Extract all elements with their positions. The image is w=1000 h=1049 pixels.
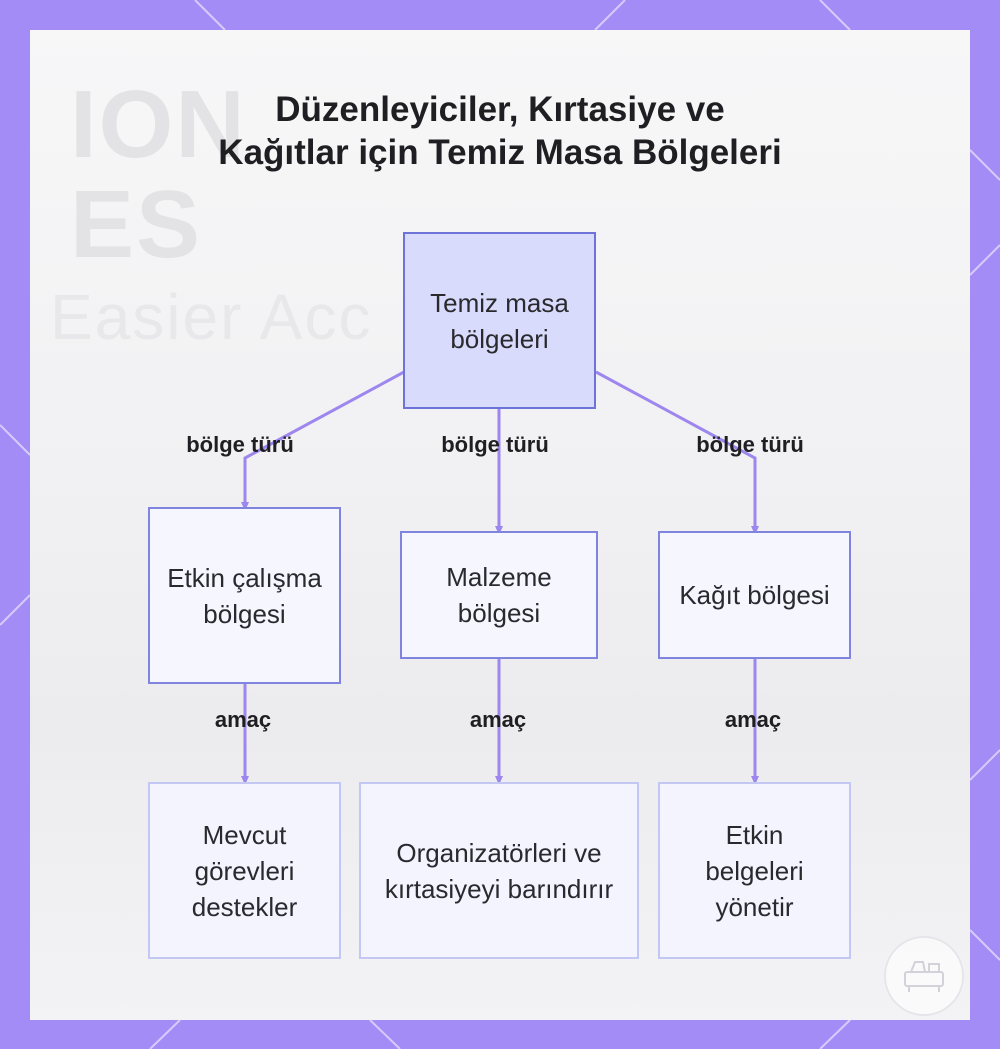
node-label: Etkin çalışma bölgesi xyxy=(164,560,325,632)
node-paper-zone: Kağıt bölgesi xyxy=(658,531,851,659)
desk-icon xyxy=(901,958,947,994)
edge-label-purpose-center: amaç xyxy=(408,707,588,733)
node-label: Kağıt bölgesi xyxy=(679,577,829,613)
node-clean-desk-zones: Temiz masa bölgeleri xyxy=(403,232,596,409)
node-label: Temiz masa bölgeleri xyxy=(419,285,580,357)
node-holds-organizers: Organizatörleri ve kırtasiyeyi barındırı… xyxy=(359,782,639,959)
edge-label-purpose-right: amaç xyxy=(663,707,843,733)
edge-label-zone-type-left: bölge türü xyxy=(150,432,330,458)
node-label: Organizatörleri ve kırtasiyeyi barındırı… xyxy=(375,835,623,907)
logo-badge-icon xyxy=(884,936,964,1016)
node-supports-current-tasks: Mevcut görevleri destekler xyxy=(148,782,341,959)
node-label: Malzeme bölgesi xyxy=(416,559,582,631)
node-supply-zone: Malzeme bölgesi xyxy=(400,531,598,659)
node-active-work-zone: Etkin çalışma bölgesi xyxy=(148,507,341,684)
node-manages-documents: Etkin belgeleri yönetir xyxy=(658,782,851,959)
edge-label-zone-type-center: bölge türü xyxy=(405,432,585,458)
edge-label-purpose-left: amaç xyxy=(153,707,333,733)
node-label: Etkin belgeleri yönetir xyxy=(674,817,835,925)
node-label: Mevcut görevleri destekler xyxy=(164,817,325,925)
edge-label-zone-type-right: bölge türü xyxy=(660,432,840,458)
